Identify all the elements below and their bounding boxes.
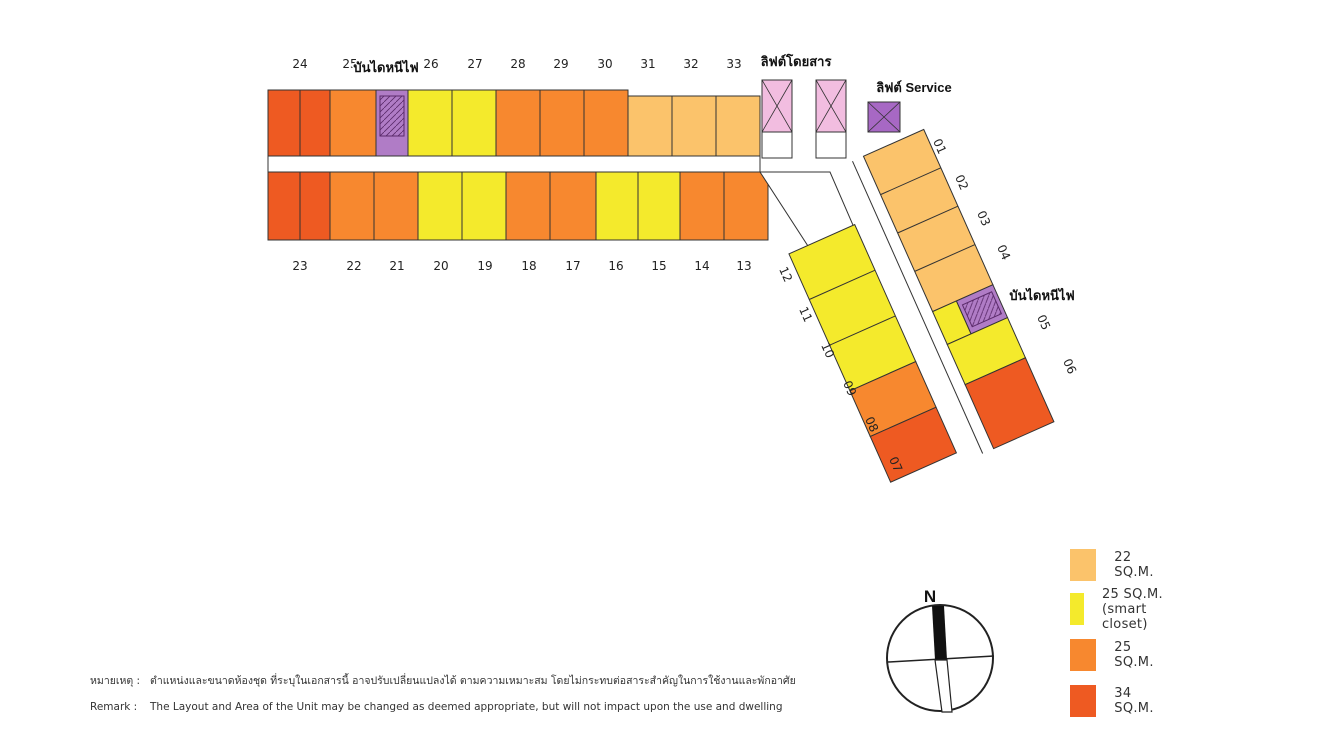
svg-text:24: 24 bbox=[292, 57, 307, 71]
north-compass-icon: N bbox=[886, 587, 995, 713]
legend-item-22sqm: 22 SQ.M. bbox=[1070, 548, 1161, 582]
svg-text:08: 08 bbox=[862, 415, 881, 435]
legend-item-25sqm-smart: 25 SQ.M. (smart closet) bbox=[1070, 587, 1168, 632]
remark-en-key: Remark : bbox=[90, 701, 138, 713]
remarks: หมายเหตุ : ตำแหน่งและขนาดห้องชุด ที่ระบุ… bbox=[90, 672, 796, 730]
svg-text:19: 19 bbox=[477, 259, 492, 273]
svg-text:22: 22 bbox=[346, 259, 361, 273]
corridor bbox=[267, 155, 761, 173]
svg-text:03: 03 bbox=[974, 209, 993, 229]
legend-label: 34 SQ.M. bbox=[1114, 686, 1154, 716]
unit-numbers-bottom: 23 22 21 20 19 18 17 16 15 14 13 bbox=[292, 259, 751, 273]
remark-thai-text: ตำแหน่งและขนาดห้องชุด ที่ระบุในเอกสารนี้… bbox=[150, 675, 796, 687]
fire-stair-label-east: บันไดหนีไฟ bbox=[1009, 287, 1074, 303]
service-lift bbox=[867, 101, 901, 133]
compass-north-label: N bbox=[924, 587, 936, 606]
passenger-lift-label: ลิฟต์โดยสาร bbox=[761, 53, 832, 69]
legend-label: 25 SQ.M. bbox=[1114, 640, 1154, 670]
svg-text:06: 06 bbox=[1060, 357, 1079, 377]
remark-thai: หมายเหตุ : ตำแหน่งและขนาดห้องชุด ที่ระบุ… bbox=[90, 672, 796, 701]
unit-28-30 bbox=[495, 89, 629, 157]
remark-english: Remark : The Layout and Area of the Unit… bbox=[90, 701, 796, 730]
svg-text:17: 17 bbox=[565, 259, 580, 273]
svg-text:15: 15 bbox=[651, 259, 666, 273]
service-lift-label: ลิฟต์ Service bbox=[876, 80, 952, 95]
svg-text:33: 33 bbox=[726, 57, 741, 71]
svg-text:16: 16 bbox=[608, 259, 623, 273]
svg-text:14: 14 bbox=[694, 259, 709, 273]
unit-18-17 bbox=[505, 171, 597, 241]
stair-hatch bbox=[379, 95, 405, 137]
legend-swatch bbox=[1070, 549, 1097, 581]
legend-item-34sqm: 34 SQ.M. bbox=[1070, 684, 1161, 718]
bottom-row-units bbox=[267, 171, 769, 241]
svg-text:31: 31 bbox=[640, 57, 655, 71]
legend-swatch bbox=[1070, 685, 1097, 717]
svg-text:10: 10 bbox=[818, 341, 837, 361]
svg-text:23: 23 bbox=[292, 259, 307, 273]
svg-text:25: 25 bbox=[342, 57, 357, 71]
svg-text:27: 27 bbox=[467, 57, 482, 71]
svg-text:18: 18 bbox=[521, 259, 536, 273]
left-wing bbox=[788, 223, 958, 483]
fire-stair-label-north: บันไดหนีไฟ bbox=[353, 59, 418, 75]
svg-text:02: 02 bbox=[952, 173, 971, 193]
unit-23 bbox=[267, 171, 331, 241]
top-row-units bbox=[267, 89, 761, 157]
svg-text:12: 12 bbox=[776, 265, 795, 285]
unit-24 bbox=[267, 89, 331, 157]
svg-text:01: 01 bbox=[930, 137, 949, 157]
remark-thai-key: หมายเหตุ : bbox=[90, 675, 141, 687]
svg-text:21: 21 bbox=[389, 259, 404, 273]
unit-25 bbox=[329, 89, 377, 157]
unit-numbers-right-wing: 01 02 03 04 05 06 bbox=[930, 137, 1079, 377]
svg-text:28: 28 bbox=[510, 57, 525, 71]
unit-numbers-top: 24 25 26 27 28 29 30 31 32 33 bbox=[292, 57, 741, 71]
svg-text:07: 07 bbox=[886, 455, 905, 475]
svg-text:32: 32 bbox=[683, 57, 698, 71]
svg-text:09: 09 bbox=[840, 379, 859, 399]
unit-numbers-left-wing: 12 11 10 09 08 07 bbox=[776, 265, 905, 475]
partition-lines bbox=[299, 90, 725, 240]
legend-swatch bbox=[1070, 593, 1084, 625]
unit-31-33 bbox=[627, 95, 761, 157]
svg-text:29: 29 bbox=[553, 57, 568, 71]
legend-swatch bbox=[1070, 639, 1097, 671]
svg-text:11: 11 bbox=[796, 305, 815, 325]
passenger-lifts bbox=[761, 79, 847, 159]
svg-text:13: 13 bbox=[736, 259, 751, 273]
svg-text:05: 05 bbox=[1034, 313, 1053, 333]
legend-label: 22 SQ.M. bbox=[1114, 550, 1154, 580]
legend-item-25sqm: 25 SQ.M. bbox=[1070, 638, 1161, 672]
svg-text:04: 04 bbox=[994, 243, 1013, 263]
svg-text:20: 20 bbox=[433, 259, 448, 273]
legend-label: 25 SQ.M. (smart closet) bbox=[1101, 586, 1163, 632]
svg-text:26: 26 bbox=[423, 57, 438, 71]
svg-text:30: 30 bbox=[597, 57, 612, 71]
remark-en-text: The Layout and Area of the Unit may be c… bbox=[150, 701, 783, 713]
right-wing bbox=[852, 128, 1055, 454]
